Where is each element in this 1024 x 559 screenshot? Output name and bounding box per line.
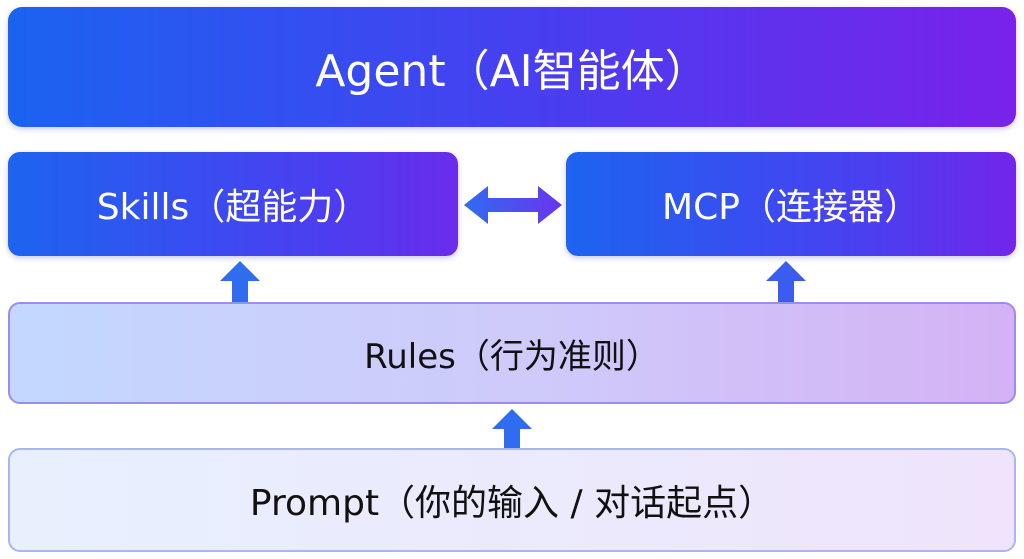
mcp-node: MCP（连接器） xyxy=(566,152,1016,256)
rules-node-label: Rules（行为准则） xyxy=(364,336,660,377)
prompt-node-label: Prompt（你的输入 / 对话起点） xyxy=(249,483,775,524)
rules-node: Rules（行为准则） xyxy=(8,302,1016,404)
skills-node-label: Skills（超能力） xyxy=(96,187,370,228)
agent-node-label: Agent（AI智能体） xyxy=(315,46,709,97)
prompt-to-rules-arrow xyxy=(492,409,532,448)
skills-node: Skills（超能力） xyxy=(8,152,458,256)
mcp-node-label: MCP（连接器） xyxy=(662,187,920,228)
prompt-node: Prompt（你的输入 / 对话起点） xyxy=(8,448,1016,552)
rules-to-mcp-arrow xyxy=(766,261,806,302)
skills-mcp-bidirectional-arrow xyxy=(464,186,562,224)
rules-to-skills-arrow xyxy=(220,261,260,302)
agent-node: Agent（AI智能体） xyxy=(8,7,1016,127)
